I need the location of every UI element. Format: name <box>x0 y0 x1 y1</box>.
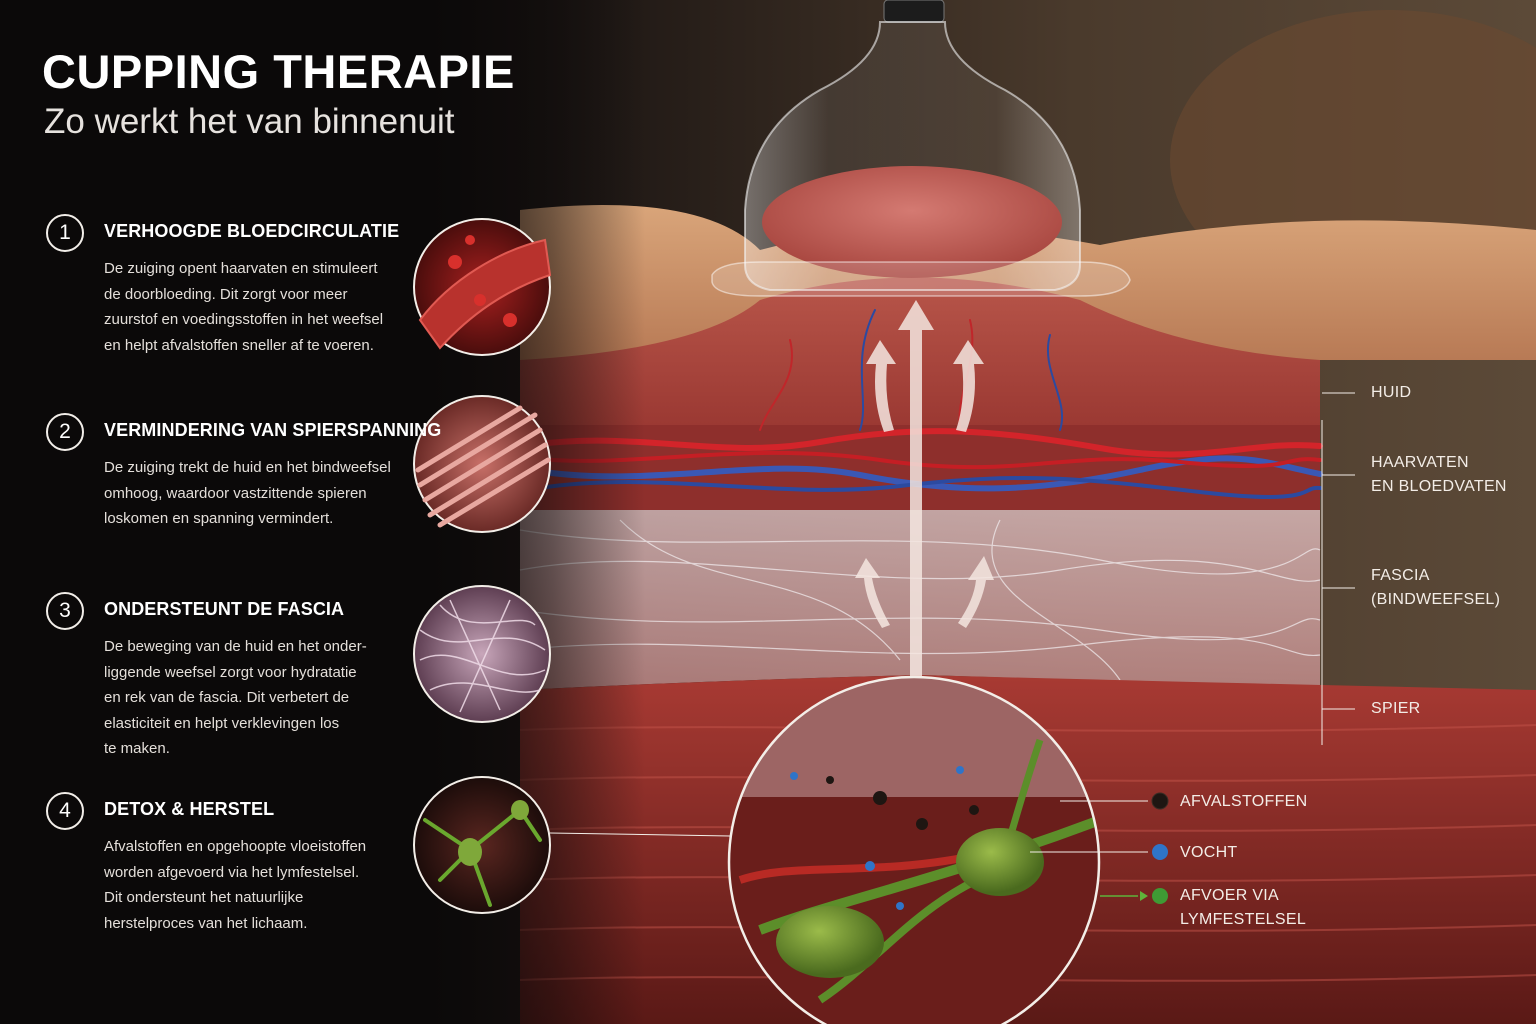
detail-connector <box>549 832 731 837</box>
muscle-fibers-icon <box>413 395 551 533</box>
legend-markers <box>1030 792 1169 904</box>
layer-bracket <box>1321 392 1355 745</box>
step-title: VERHOOGDE BLOEDCIRCULATIE <box>104 221 400 241</box>
step-description: De zuiging trekt de huid en het bindweef… <box>104 459 391 527</box>
step-number: 2 <box>46 413 84 451</box>
layer-label-huid: HUID <box>1371 384 1412 401</box>
lymph-node-icon <box>413 776 551 914</box>
step-number: 4 <box>46 792 84 830</box>
step-title: ONDERSTEUNT DE FASCIA <box>104 599 345 619</box>
layer-label-fascia: FASCIA(BINDWEEFSEL) <box>1371 567 1501 608</box>
legend-fluid: VOCHT <box>1180 844 1238 861</box>
step-description: De beweging van de huid en het onder-lig… <box>104 638 367 757</box>
legend-waste: AFVALSTOFFEN <box>1180 793 1308 810</box>
waste-dot-icon <box>1151 792 1169 810</box>
step-description: De zuiging opent haarvaten en stimuleert… <box>104 260 384 354</box>
layer-label-spier: SPIER <box>1371 700 1421 717</box>
fascia-network-icon <box>413 585 551 723</box>
page-subtitle: Zo werkt het van binnenuit <box>44 102 455 141</box>
fluid-dot-icon <box>1152 844 1168 860</box>
step-title: VERMINDERING VAN SPIERSPANNING <box>104 420 442 440</box>
step-number: 3 <box>46 592 84 630</box>
page-title: CUPPING THERAPIE <box>42 45 515 98</box>
step-number: 1 <box>46 214 84 252</box>
lymph-dot-icon <box>1152 888 1168 904</box>
step-title: DETOX & HERSTEL <box>104 799 275 819</box>
blood-vessel-icon <box>413 218 552 356</box>
